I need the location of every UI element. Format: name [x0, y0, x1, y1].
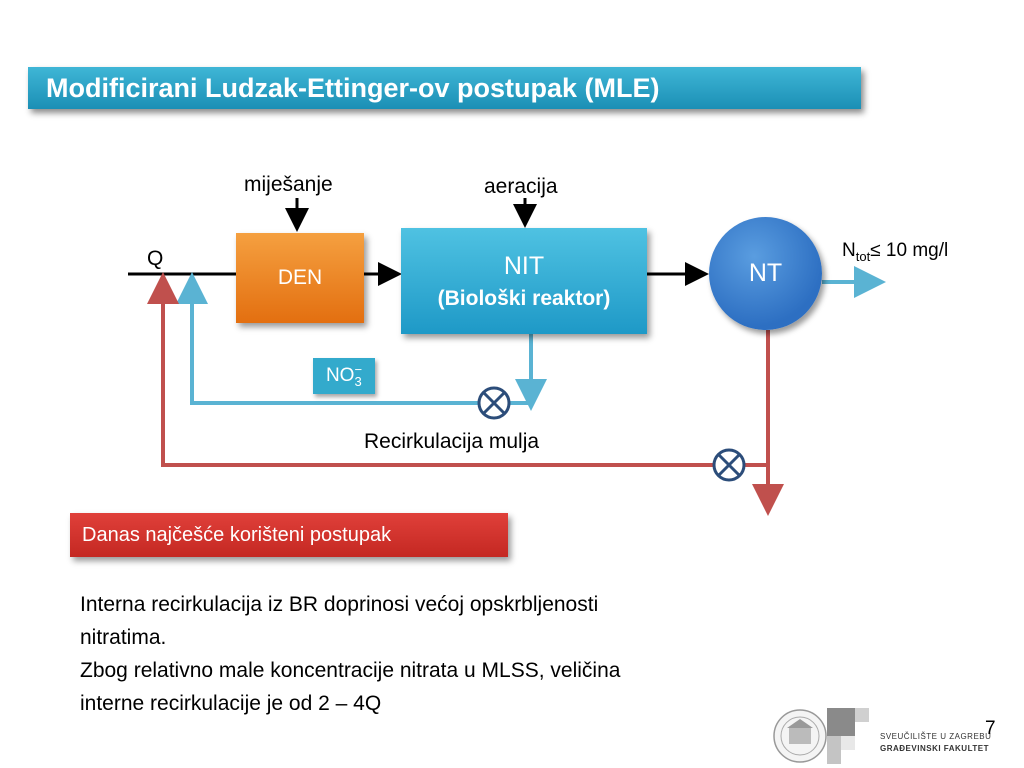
effluent-label: Ntot≤ 10 mg/l — [842, 240, 948, 264]
nit-sublabel: (Biološki reaktor) — [437, 286, 611, 310]
body-line: interne recirkulacije je od 2 – 4Q — [80, 692, 382, 715]
logo-text-line: GRAĐEVINSKI FAKULTET — [880, 744, 989, 753]
slide-title: Modificirani Ludzak-Ettinger-ov postupak… — [28, 67, 861, 109]
den-label: DEN — [277, 266, 323, 289]
body-text: Interna recirkulacija iz BR doprinosi ve… — [80, 588, 780, 720]
body-line: Zbog relativno male koncentracije nitrat… — [80, 659, 621, 682]
den-box: DEN — [236, 233, 364, 323]
nitrate-badge: NO−3 — [313, 358, 375, 394]
mixing-label: miješanje — [244, 173, 333, 196]
body-line: Interna recirkulacija iz BR doprinosi ve… — [80, 593, 599, 616]
sludge-recirculation-line — [147, 272, 770, 467]
nit-label: NIT — [503, 251, 545, 280]
faculty-logo-text: SVEUČILIŠTE U ZAGREBU GRAĐEVINSKI FAKULT… — [880, 731, 991, 755]
page-number: 7 — [985, 718, 996, 739]
nit-box: NIT (Biološki reaktor) — [401, 228, 647, 334]
logo-text-line: SVEUČILIŠTE U ZAGREBU — [880, 732, 992, 741]
body-line: nitratima. — [80, 626, 167, 649]
nt-label: NT — [748, 259, 783, 287]
aeration-label: aeracija — [484, 175, 558, 198]
effluent-label-main: N — [842, 240, 856, 261]
sludge-valve-icon — [712, 448, 746, 482]
highlight-banner: Danas najčešće korišteni postupak — [70, 513, 508, 557]
nitrate-label-sup: − — [354, 362, 363, 377]
inflow-label: Q — [147, 247, 164, 270]
effluent-label-sub: tot — [855, 248, 871, 264]
nt-circle: NT — [709, 217, 822, 330]
internal-recirculation-line — [176, 272, 533, 405]
nitrate-label-sub: 3 — [354, 374, 362, 389]
sludge-recirculation-label: Recirkulacija mulja — [364, 430, 540, 453]
university-logo — [773, 708, 869, 764]
internal-valve-icon — [477, 386, 511, 420]
nitrate-label-main: NO — [325, 365, 355, 386]
effluent-label-rest: ≤ 10 mg/l — [870, 240, 949, 261]
